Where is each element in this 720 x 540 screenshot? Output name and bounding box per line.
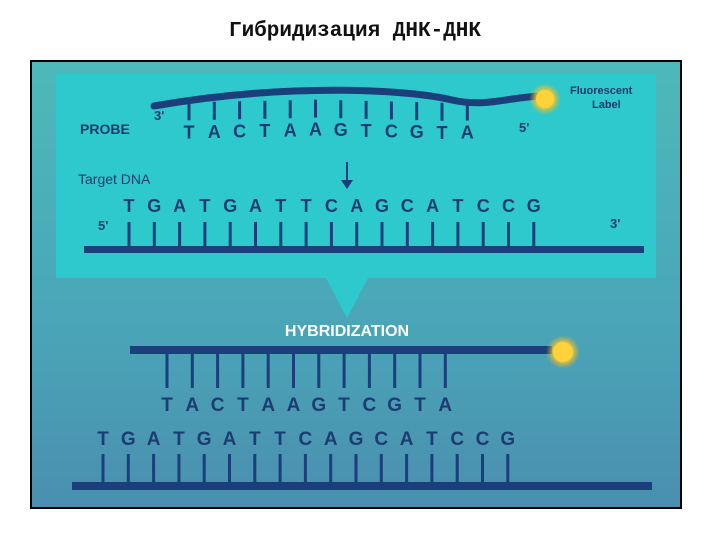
target-base: C — [325, 196, 338, 216]
target-base: G — [375, 196, 389, 216]
target-end-left: 5' — [98, 218, 108, 233]
hybrid-target-base: A — [400, 429, 414, 450]
target-end-right: 3' — [610, 216, 620, 231]
target-base: T — [301, 196, 312, 216]
hybrid-target-base: A — [223, 429, 237, 450]
probe-base: T — [259, 121, 270, 141]
hybrid-probe-base: G — [387, 395, 402, 416]
target-dna-label: Target DNA — [78, 171, 151, 187]
hybrid-target-base: T — [173, 429, 185, 450]
target-base: C — [401, 196, 414, 216]
target-base: C — [502, 196, 515, 216]
probe-base: A — [208, 122, 221, 142]
fluorescent-label-line-1: Fluorescent — [570, 85, 633, 97]
hybrid-target-base: T — [426, 429, 438, 450]
target-base: G — [527, 196, 541, 216]
target-base: A — [350, 196, 363, 216]
hybrid-probe-base: C — [211, 395, 225, 416]
hybrid-probe-base: T — [414, 395, 426, 416]
probe-label: PROBE — [80, 121, 130, 137]
hybrid-target-base: C — [476, 429, 490, 450]
hybrid-target-base: T — [274, 429, 286, 450]
hybrid-probe-base: T — [338, 395, 350, 416]
hybrid-target-base: C — [299, 429, 313, 450]
probe-base: A — [309, 120, 322, 140]
hybrid-target-base: A — [324, 429, 338, 450]
hybrid-target-base: G — [197, 429, 212, 450]
probe-backbone — [150, 86, 548, 110]
target-base: T — [124, 196, 135, 216]
probe-base: T — [184, 122, 195, 142]
fluorescent-label-line-2: Label — [592, 99, 621, 111]
hybrid-target-base: T — [97, 429, 109, 450]
hybrid-fluorescent-core — [553, 342, 573, 362]
probe-base: A — [461, 123, 474, 143]
hybridization-figure: PROBE 3' 5' Fluorescent Label Target DNA… — [30, 60, 682, 509]
target-base: A — [426, 196, 439, 216]
target-base: C — [477, 196, 490, 216]
target-base: T — [275, 196, 286, 216]
hybrid-target-base: T — [249, 429, 261, 450]
hybrid-probe-base: T — [237, 395, 249, 416]
hybrid-target-base: G — [500, 429, 515, 450]
hybrid-probe-backbone — [130, 346, 552, 354]
hybrid-probe-base: T — [161, 395, 173, 416]
hybridization-label: HYBRIDIZATION — [285, 323, 409, 340]
hybrid-target-base: G — [349, 429, 364, 450]
hybrid-target-backbone — [72, 482, 652, 490]
hybrid-probe-base: C — [363, 395, 377, 416]
probe-end-left: 3' — [154, 108, 164, 123]
hybrid-probe-base: A — [287, 395, 301, 416]
hybrid-probe-base: A — [185, 395, 199, 416]
hybrid-target-base: C — [374, 429, 388, 450]
hybrid-probe-base: G — [311, 395, 326, 416]
target-base: G — [223, 196, 237, 216]
target-backbone — [84, 246, 644, 253]
hybrid-probe-base: A — [438, 395, 452, 416]
probe-base: T — [437, 123, 448, 143]
hybridization-diagram: PROBE 3' 5' Fluorescent Label Target DNA… — [56, 74, 656, 490]
slide-title: Гибридизация ДНК-ДНК — [228, 20, 482, 43]
target-base: A — [249, 196, 262, 216]
target-base: T — [199, 196, 210, 216]
hybrid-target-base: C — [450, 429, 464, 450]
probe-base: T — [361, 121, 372, 141]
probe-base: C — [233, 121, 246, 141]
arrow-head — [341, 180, 353, 189]
probe-base: G — [410, 122, 424, 142]
fluorescent-label-core — [536, 90, 554, 108]
hybrid-probe-base: A — [261, 395, 275, 416]
target-base: G — [147, 196, 161, 216]
hybrid-target-base: A — [147, 429, 161, 450]
target-base: T — [452, 196, 463, 216]
probe-base: C — [385, 121, 398, 141]
probe-panel — [56, 74, 656, 318]
probe-end-right: 5' — [519, 120, 529, 135]
target-base: A — [173, 196, 186, 216]
probe-base: G — [334, 120, 348, 140]
probe-base: A — [284, 120, 297, 140]
hybrid-target-base: G — [121, 429, 136, 450]
